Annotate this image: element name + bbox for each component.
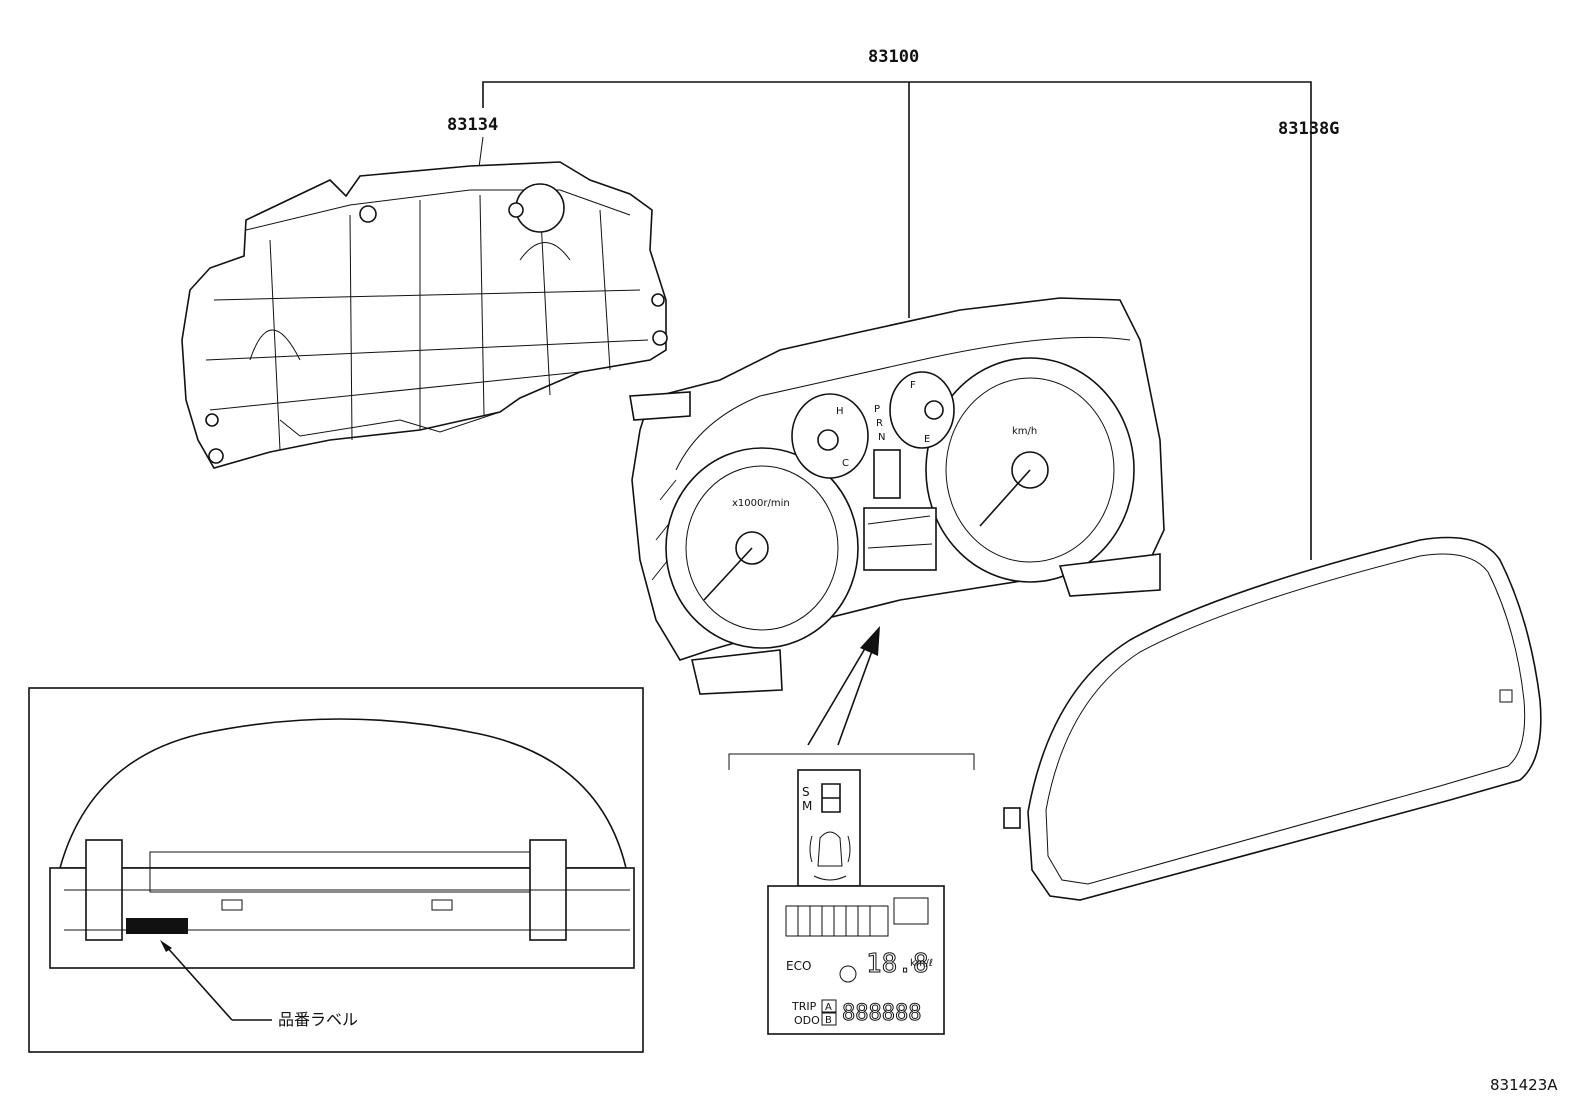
combination-meter-part: x1000r/min km/h H C F E P R N <box>629 297 1165 695</box>
part-number-glass: 83138G <box>1278 119 1339 139</box>
rear-case-part <box>181 161 668 469</box>
fuel-f-label: F <box>910 380 916 391</box>
trip-b-label: B <box>825 1015 832 1026</box>
label-callout-line <box>165 945 233 1021</box>
part-number-assembly: 83100 <box>868 47 919 67</box>
gear-p-label: P <box>874 404 880 415</box>
part-number-label-sticker <box>126 918 188 934</box>
figure-id: 831423A <box>1490 1076 1558 1094</box>
temp-h-label: H <box>836 406 844 417</box>
fuel-e-label: E <box>924 434 930 445</box>
odometer-readout: 888888 <box>842 1001 921 1026</box>
consumption-readout: 18.8 <box>866 949 929 979</box>
multi-info-display-detail: ECO 18.8 km/ℓ TRIP ODO A B 888888 <box>767 885 945 1035</box>
speedo-unit-label: km/h <box>1012 426 1037 437</box>
glass-part <box>1003 536 1542 901</box>
inset-frame <box>28 687 644 1053</box>
gear-n-label: N <box>878 432 885 443</box>
trip-label: TRIP <box>791 1000 817 1013</box>
trip-a-label: A <box>825 1002 832 1013</box>
temp-c-label: C <box>842 458 849 469</box>
consumption-unit: km/ℓ <box>910 958 933 969</box>
label-callout-text: 品番ラベル <box>278 1010 358 1029</box>
odo-label: ODO <box>794 1014 820 1027</box>
shift-s-label: S <box>802 785 810 799</box>
gear-r-label: R <box>876 418 883 429</box>
shift-m-label: M <box>802 799 812 813</box>
eco-label: ECO <box>786 959 811 973</box>
detail-bracket <box>728 753 975 770</box>
detail-arrow-left <box>807 639 871 746</box>
detail-arrow-right <box>837 639 877 746</box>
meter-rear-view <box>49 718 635 1021</box>
tacho-unit-label: x1000r/min <box>732 498 790 509</box>
shift-indicator-detail: S M <box>797 769 861 887</box>
assembly-bracket-line <box>482 81 1312 560</box>
part-number-rear-case: 83134 <box>447 115 498 135</box>
detail-arrow-head <box>860 626 880 656</box>
